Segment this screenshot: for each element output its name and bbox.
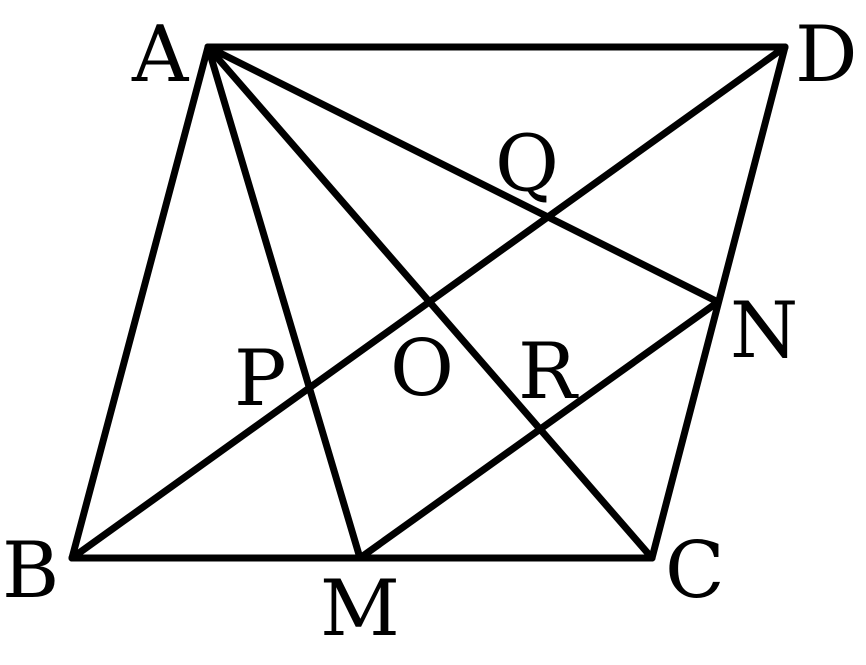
label-a: A <box>131 10 190 100</box>
label-d: D <box>795 10 858 100</box>
segment-ac <box>204 43 656 562</box>
label-r: R <box>518 327 579 417</box>
label-m: M <box>320 564 400 654</box>
segment-ab <box>68 43 212 562</box>
segment-mn <box>356 298 722 562</box>
segment-am <box>204 43 364 562</box>
label-b: B <box>2 526 59 616</box>
segment-an <box>204 43 722 306</box>
label-c: C <box>665 526 725 616</box>
label-p: P <box>234 334 286 424</box>
label-q: Q <box>495 119 559 209</box>
label-n: N <box>730 286 798 376</box>
label-o: O <box>390 324 454 414</box>
